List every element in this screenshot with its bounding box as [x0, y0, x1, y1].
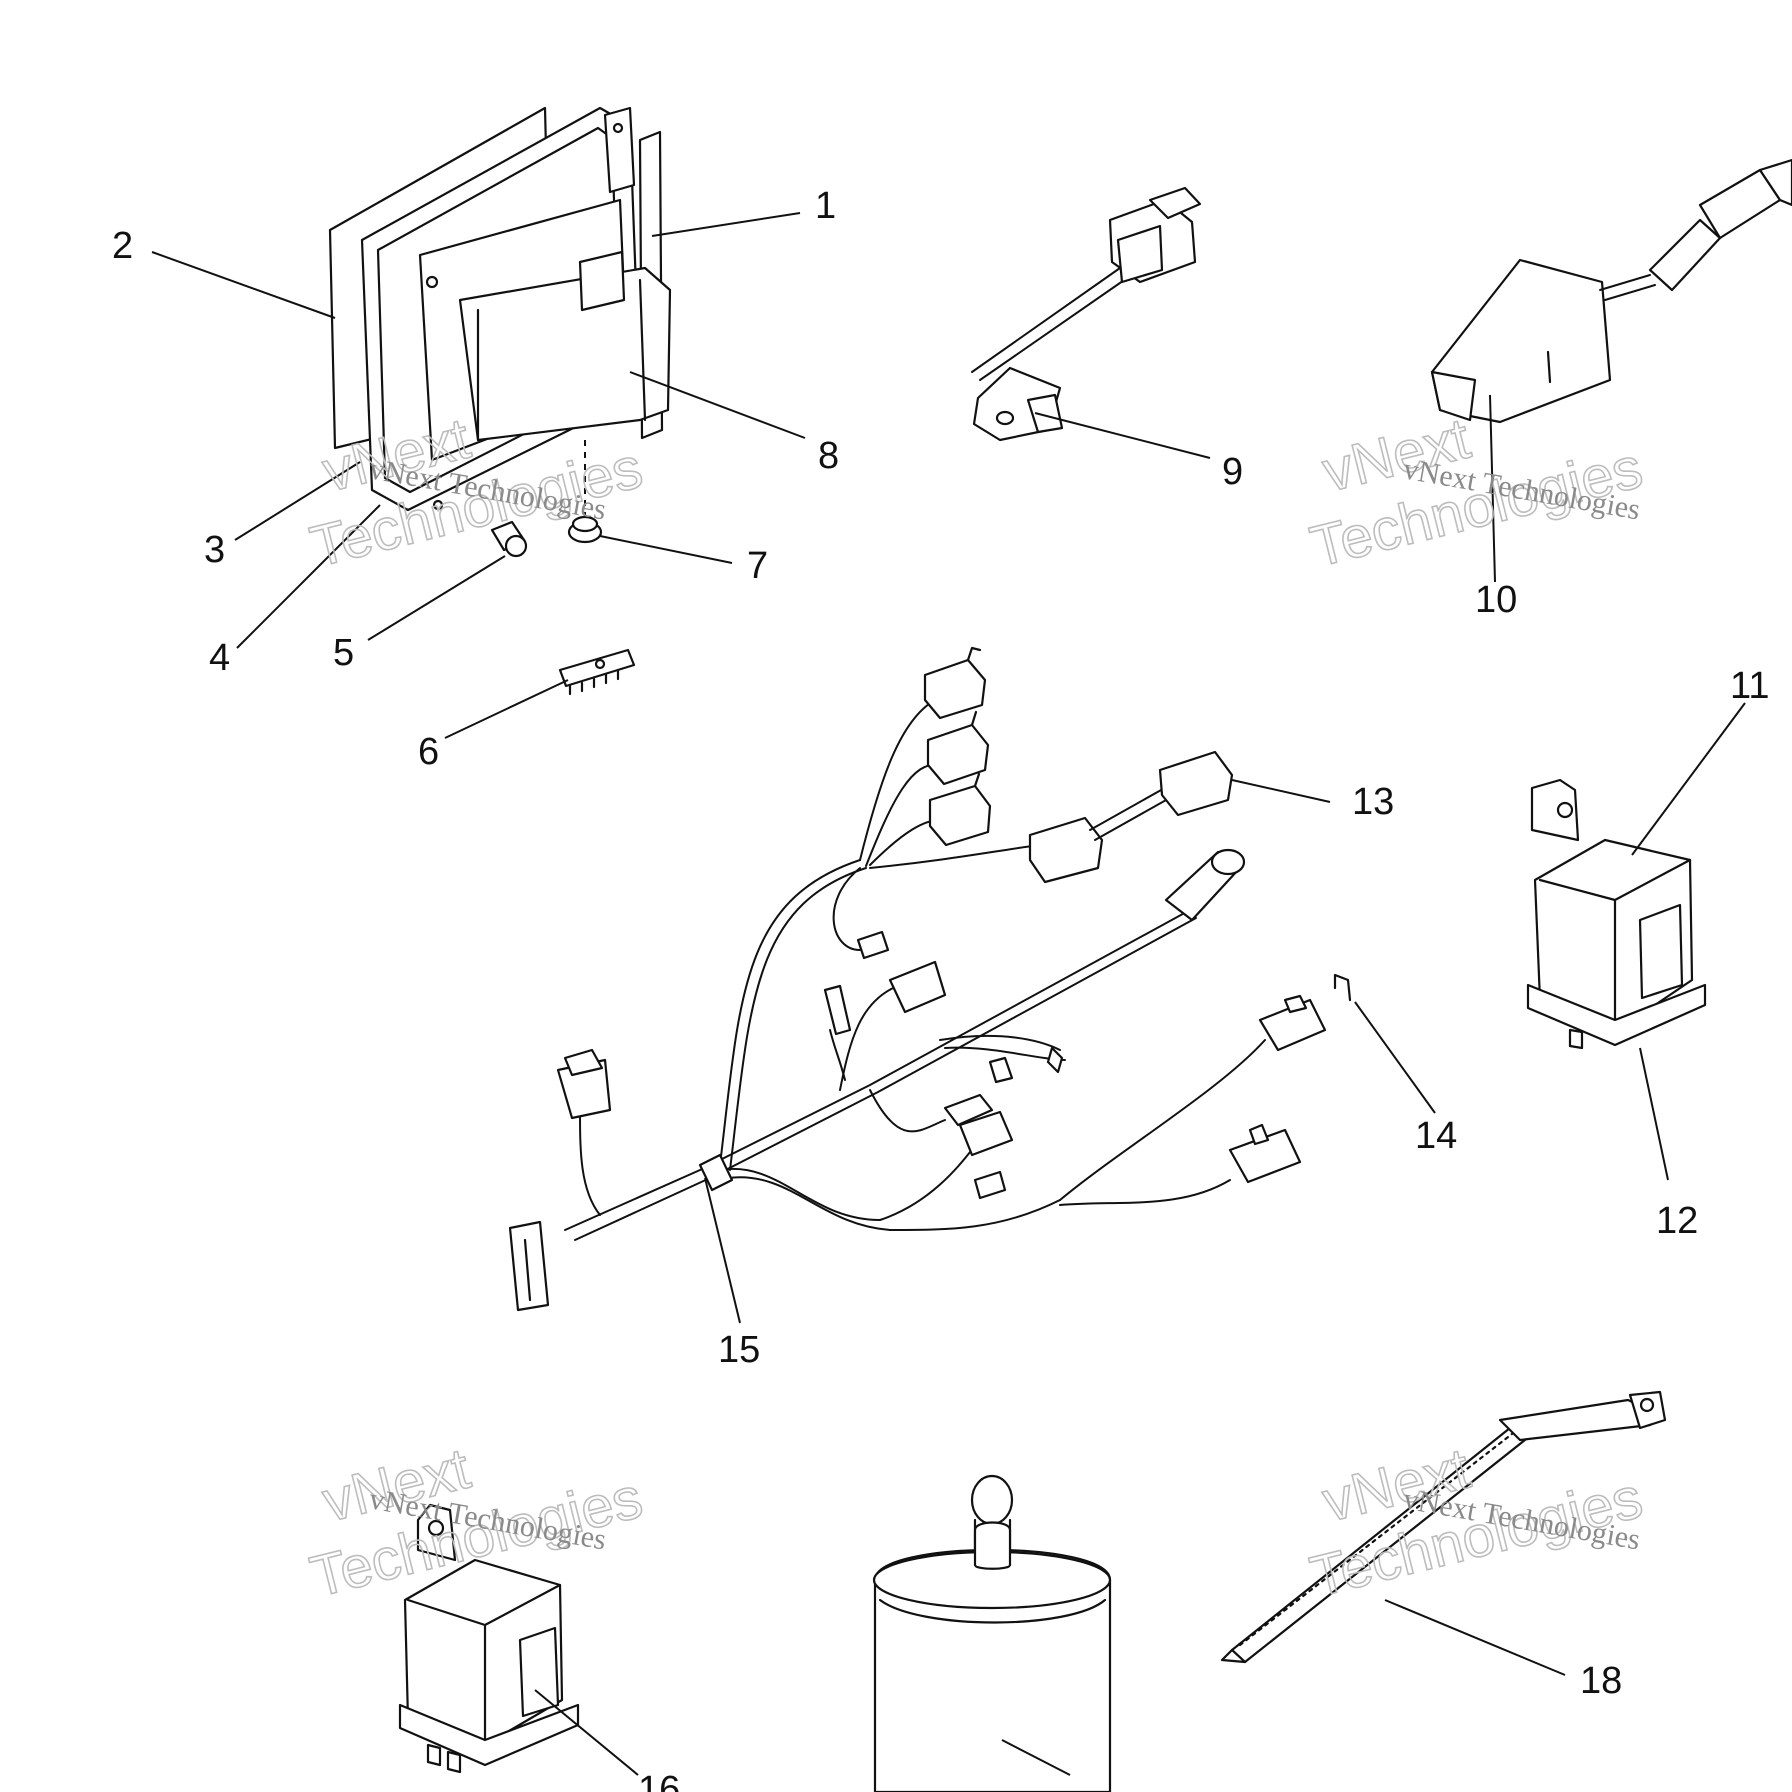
- callout-14: 14: [1415, 1115, 1457, 1157]
- callout-labels: 1 2 3 4 5 6 7 8 9 10 11 12 13 14 15 16 1…: [112, 185, 1769, 1792]
- callout-18: 18: [1580, 1660, 1622, 1702]
- ecu-bracket-top: [603, 106, 636, 194]
- ecu-screw-hole: [425, 275, 439, 289]
- callout-6: 6: [418, 731, 439, 773]
- ecu-screw-hole-3: [432, 499, 444, 511]
- ecu-grommet: [567, 515, 603, 544]
- ecu-label-window: [578, 250, 626, 312]
- callout-2: 2: [112, 225, 133, 267]
- callout-11: 11: [1730, 665, 1769, 707]
- callout-3: 3: [204, 529, 225, 571]
- callout-9: 9: [1222, 451, 1243, 493]
- sensor-9: [971, 186, 1202, 442]
- ecu-screw: [490, 520, 528, 558]
- callout-5: 5: [333, 632, 354, 674]
- callout-15: 15: [718, 1329, 760, 1371]
- relay-16: [398, 1503, 580, 1774]
- module-10: [1430, 158, 1792, 424]
- leader-lines: [151, 212, 1746, 1776]
- ecu-screw-hole-2: [612, 122, 624, 134]
- wire-harness: [508, 646, 1352, 1312]
- relay-11: [1526, 778, 1707, 1050]
- callout-16: 16: [638, 1769, 680, 1792]
- canister: [872, 1474, 1112, 1792]
- ecu-clamp-strap: [458, 266, 672, 442]
- callout-1: 1: [815, 185, 836, 227]
- ecu-assembly: [328, 106, 672, 696]
- callout-12: 12: [1656, 1200, 1698, 1242]
- cable-tie: [1220, 1390, 1667, 1664]
- callout-4: 4: [209, 637, 230, 679]
- callout-8: 8: [818, 435, 839, 477]
- ecu-clamp-strap-fold: [476, 278, 647, 442]
- callout-10: 10: [1475, 579, 1517, 621]
- callout-7: 7: [747, 545, 768, 587]
- callout-13: 13: [1352, 781, 1394, 823]
- ecu-chip: [558, 648, 636, 696]
